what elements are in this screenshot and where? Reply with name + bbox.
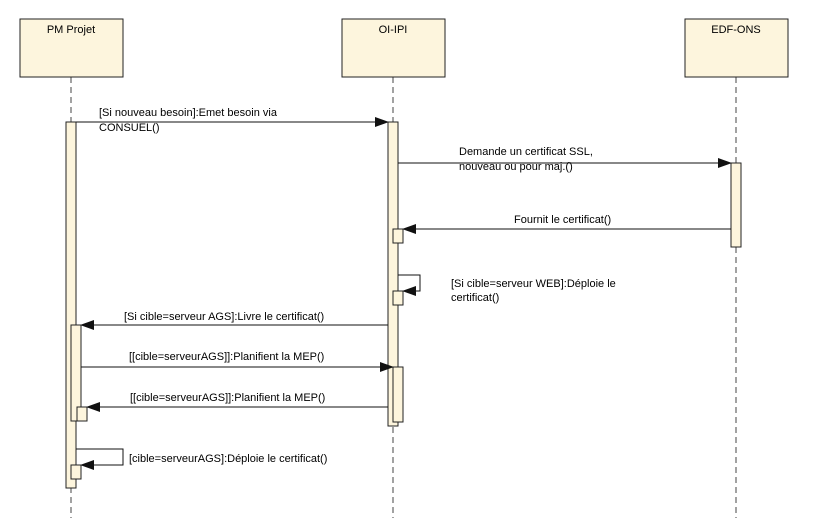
participant-label: PM Projet bbox=[47, 24, 95, 36]
message-label: [[cible=serveurAGS]]:Planifient la MEP() bbox=[129, 351, 324, 363]
message-label: [Si cible=serveur WEB]:Déploie le bbox=[451, 278, 616, 290]
message-label: certificat() bbox=[451, 292, 499, 304]
message-label: Fournit le certificat() bbox=[514, 214, 611, 226]
participant-pm-projet[interactable]: PM Projet bbox=[19, 18, 124, 78]
activation-oi-ipi-nested bbox=[392, 228, 404, 244]
message-label: [Si cible=serveur AGS]:Livre le certific… bbox=[124, 311, 324, 323]
participant-label: OI-IPI bbox=[379, 24, 408, 36]
activation-oi-ipi bbox=[387, 121, 399, 427]
activation-pm-projet-nested bbox=[76, 406, 88, 422]
message-label: [[cible=serveurAGS]]:Planifient la MEP() bbox=[130, 392, 325, 404]
message-label: CONSUEL() bbox=[99, 122, 160, 134]
activation-pm-projet bbox=[65, 121, 77, 489]
participant-edf-ons[interactable]: EDF-ONS bbox=[684, 18, 789, 78]
participant-label: EDF-ONS bbox=[711, 24, 761, 36]
activation-edf-ons bbox=[730, 162, 742, 248]
participant-oi-ipi[interactable]: OI-IPI bbox=[341, 18, 446, 78]
activation-pm-projet-nested bbox=[70, 324, 82, 422]
self-message-arrow bbox=[76, 448, 124, 470]
message-label: Demande un certificat SSL, bbox=[459, 146, 593, 158]
activation-oi-ipi-nested bbox=[392, 290, 404, 306]
message-label: [Si nouveau besoin]:Emet besoin via bbox=[99, 107, 278, 119]
message-label: nouveau ou pour maj.() bbox=[459, 161, 573, 173]
message-label: [cible=serveurAGS]:Déploie le certificat… bbox=[129, 453, 327, 465]
self-message-arrow bbox=[398, 274, 421, 296]
activation-pm-projet-nested bbox=[70, 464, 82, 480]
activation-oi-ipi-nested bbox=[392, 366, 404, 423]
